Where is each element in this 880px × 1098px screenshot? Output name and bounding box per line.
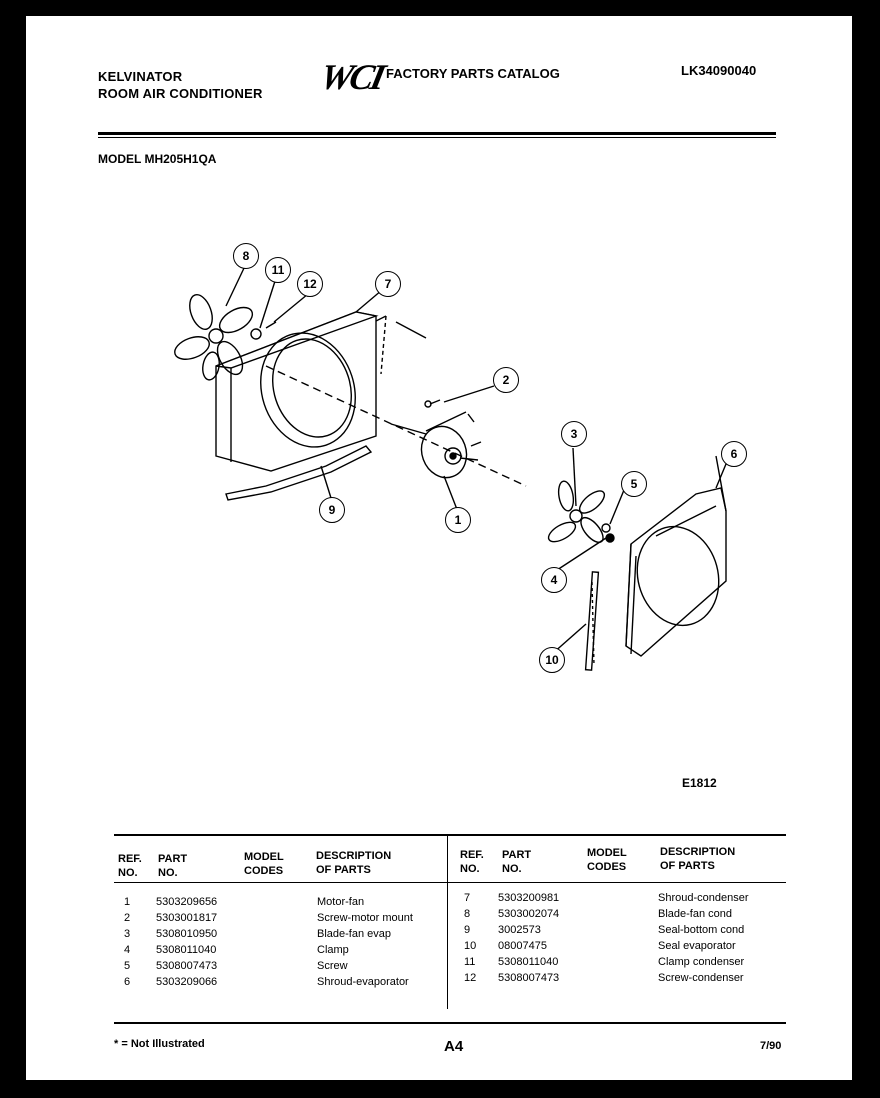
catalog-title: FACTORY PARTS CATALOG bbox=[386, 66, 560, 81]
table-divider bbox=[447, 834, 448, 1009]
table-cell-part: 5308011040 bbox=[498, 956, 559, 968]
table-cell-ref: 12 bbox=[464, 972, 477, 984]
table-cell-ref: 8 bbox=[464, 908, 471, 920]
catalog-number: LK34090040 bbox=[681, 63, 757, 78]
product-name: ROOM AIR CONDITIONER bbox=[98, 86, 263, 101]
header-ref-right: REF.NO. bbox=[460, 849, 484, 875]
table-cell-part: 5303200981 bbox=[498, 892, 560, 904]
table-cell-part: 5308007473 bbox=[156, 960, 218, 972]
callout-8: 8 bbox=[233, 243, 259, 269]
header-rule-thin bbox=[98, 137, 776, 138]
table-cell-part: 5303002074 bbox=[498, 908, 560, 920]
callout-7: 7 bbox=[375, 271, 401, 297]
callout-1: 1 bbox=[445, 507, 471, 533]
callout-2: 2 bbox=[493, 367, 519, 393]
diagram-code: E1812 bbox=[682, 776, 717, 790]
callout-12: 12 bbox=[297, 271, 323, 297]
shroud-evaporator-drawing bbox=[625, 455, 727, 657]
model-number: MODEL MH205H1QA bbox=[98, 152, 217, 166]
footnote: * = Not Illustrated bbox=[114, 1038, 205, 1050]
header-brand-block: KELVINATOR ROOM AIR CONDITIONER bbox=[98, 68, 263, 102]
table-cell-part: 5308010950 bbox=[156, 928, 218, 940]
table-cell-ref: 5 bbox=[124, 960, 131, 972]
callout-3: 3 bbox=[561, 421, 587, 447]
brand-name: KELVINATOR bbox=[98, 69, 183, 84]
table-cell-ref: 7 bbox=[464, 892, 471, 904]
table-cell-desc: Blade-fan evap bbox=[317, 928, 391, 940]
table-cell-desc: Screw-motor mount bbox=[317, 912, 413, 924]
table-cell-desc: Screw-condenser bbox=[658, 972, 744, 984]
callout-5: 5 bbox=[621, 471, 647, 497]
table-cell-ref: 1 bbox=[124, 896, 131, 908]
table-cell-part: 5303209066 bbox=[156, 976, 218, 988]
table-cell-ref: 4 bbox=[124, 944, 131, 956]
table-cell-desc: Screw bbox=[317, 960, 348, 972]
table-cell-ref: 3 bbox=[124, 928, 131, 940]
table-header-rule bbox=[114, 882, 786, 883]
revision-date: 7/90 bbox=[760, 1040, 782, 1052]
table-cell-desc: Seal evaporator bbox=[658, 940, 736, 952]
callout-11: 11 bbox=[265, 257, 291, 283]
callout-9: 9 bbox=[319, 497, 345, 523]
header-rule bbox=[98, 132, 776, 135]
callout-6: 6 bbox=[721, 441, 747, 467]
table-bottom-rule bbox=[114, 1022, 786, 1024]
table-cell-desc: Clamp condenser bbox=[658, 956, 745, 968]
table-top-rule bbox=[114, 834, 786, 836]
table-cell-part: 5308007473 bbox=[498, 972, 560, 984]
callout-4: 4 bbox=[541, 567, 567, 593]
table-cell-ref: 9 bbox=[464, 924, 471, 936]
blade-fan-evap-drawing bbox=[547, 480, 606, 544]
page-number: A4 bbox=[444, 1038, 464, 1055]
shroud-condenser-drawing bbox=[215, 311, 387, 472]
callout-10: 10 bbox=[539, 647, 565, 673]
table-cell-ref: 10 bbox=[464, 940, 477, 952]
table-cell-part: 08007475 bbox=[498, 940, 547, 952]
table-cell-part: 5303209656 bbox=[156, 896, 218, 908]
table-cell-ref: 2 bbox=[124, 912, 131, 924]
table-cell-ref: 6 bbox=[124, 976, 131, 988]
table-cell-desc: Blade-fan cond bbox=[658, 908, 732, 920]
table-cell-part: 3002573 bbox=[498, 924, 541, 936]
header-ref: REF.NO. bbox=[118, 853, 142, 879]
table-cell-part: 5308011040 bbox=[156, 944, 217, 956]
table-cell-desc: Seal-bottom cond bbox=[658, 924, 745, 936]
motor-fan-drawing bbox=[390, 411, 482, 479]
table-cell-desc: Shroud-evaporator bbox=[317, 976, 409, 988]
table-cell-part: 5303001817 bbox=[156, 912, 218, 924]
catalog-page: KELVINATOR ROOM AIR CONDITIONER WCI FACT… bbox=[26, 16, 852, 1080]
blade-fan-cond-drawing bbox=[174, 294, 254, 381]
table-cell-desc: Motor-fan bbox=[317, 896, 365, 908]
exploded-parts-diagram bbox=[174, 265, 727, 671]
table-cell-ref: 11 bbox=[464, 956, 476, 968]
table-cell-desc: Clamp bbox=[317, 944, 349, 956]
table-cell-desc: Shroud-condenser bbox=[658, 892, 749, 904]
